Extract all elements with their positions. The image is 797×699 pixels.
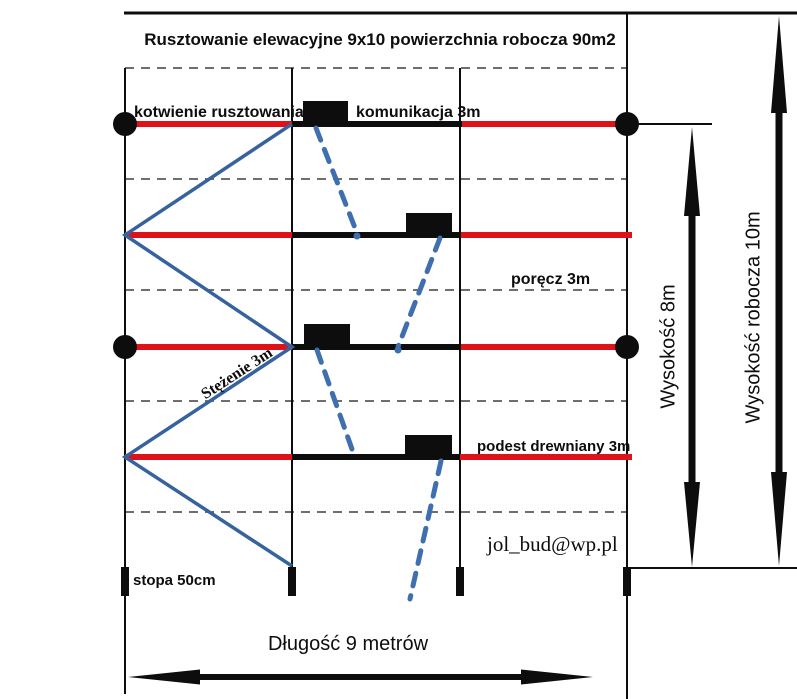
height-8m-arrow-head-top <box>684 127 700 216</box>
label-guardrail: poręcz 3m <box>511 271 591 288</box>
base-foot <box>288 567 296 596</box>
label-access-level: komunikacja 3m <box>356 104 481 121</box>
label-wooden-deck: podest drewniany 3m <box>477 438 631 455</box>
wall-anchor-dot <box>113 112 137 136</box>
base-foot <box>121 567 129 596</box>
platform-block <box>406 213 452 235</box>
height-10m-arrow-head-top <box>771 16 787 113</box>
wall-anchor-dot <box>615 112 639 136</box>
label-base-foot: stopa 50cm <box>133 572 216 589</box>
platform-block <box>405 435 452 457</box>
base-foot <box>623 567 631 596</box>
platform-block <box>303 101 348 123</box>
length-arrow-head-right <box>521 669 593 685</box>
label-length-dimension: Długość 9 metrów <box>267 633 429 655</box>
ladder-path-segment <box>407 458 444 602</box>
diagonal-bracing <box>121 122 296 568</box>
diagram-title: Rusztowanie elewacyjne 9x10 powierzchnia… <box>144 30 616 49</box>
ladder-path-segment <box>395 235 443 350</box>
wall-anchor-dot <box>113 335 137 359</box>
wall-anchor-dot <box>615 335 639 359</box>
ladder-path-segment <box>313 125 360 236</box>
label-email: jol_bud@wp.pl <box>487 532 618 556</box>
label-working-height-dimension: Wysokość robocza 10m <box>742 211 765 424</box>
label-height-dimension: Wysokość 8m <box>657 284 680 409</box>
base-foot <box>456 567 464 596</box>
height-10m-arrow-head-bottom <box>771 472 787 566</box>
label-anchoring: kotwienie rusztowania <box>134 104 304 121</box>
height-8m-arrow-head-bottom <box>684 482 700 567</box>
ladder-path-end-dot <box>353 232 361 240</box>
ladder-path-end-dot <box>394 346 402 354</box>
platform-block <box>304 324 350 346</box>
ladder-path-segment <box>314 347 356 455</box>
length-arrow-head-left <box>128 669 200 685</box>
